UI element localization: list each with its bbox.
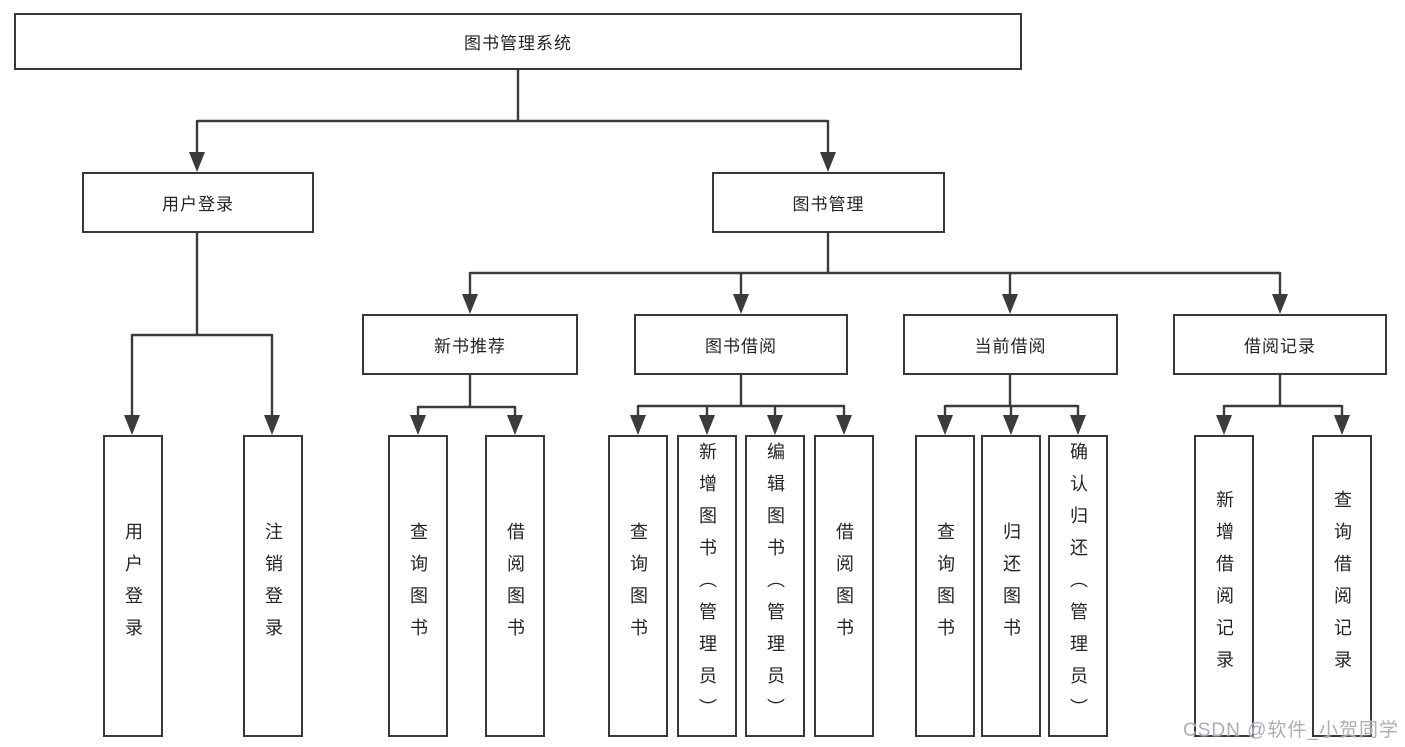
node-label: 借阅记录 <box>1244 337 1316 356</box>
leaf-query-books-recommend: 查询图书 <box>388 435 448 737</box>
connector-path <box>130 70 1344 419</box>
node-new-book-recommend: 新书推荐 <box>362 314 578 375</box>
leaf-borrow-books-recommend: 借阅图书 <box>485 435 545 737</box>
arrowhead-icon <box>189 152 205 172</box>
node-label: 当前借阅 <box>974 337 1047 356</box>
arrowhead-icon <box>630 415 646 435</box>
node-label: 查询图书 <box>628 522 648 650</box>
node-label: 查询图书 <box>408 522 428 650</box>
arrowhead-icon <box>733 294 749 314</box>
node-label: 借阅图书 <box>834 522 854 650</box>
node-user-login-branch: 用户登录 <box>82 172 314 233</box>
arrowhead-icon <box>1070 415 1086 435</box>
node-label: 图书管理系统 <box>464 34 572 53</box>
leaf-query-books-borrowing: 查询图书 <box>608 435 668 737</box>
arrowhead-icon <box>767 415 783 435</box>
arrowhead-icon <box>836 415 852 435</box>
arrowhead-icon <box>1334 415 1350 435</box>
leaf-user-login: 用户登录 <box>103 435 163 737</box>
leaf-add-books-admin: 新增图书（管理员） <box>677 435 737 737</box>
node-root-system: 图书管理系统 <box>14 13 1022 70</box>
node-book-borrowing: 图书借阅 <box>634 314 848 375</box>
node-label: 用户登录 <box>123 522 143 650</box>
arrowhead-icon <box>124 415 140 435</box>
node-label: 借阅图书 <box>505 522 525 650</box>
node-label: 查询图书 <box>935 522 955 650</box>
node-label: 注销登录 <box>263 522 283 650</box>
node-current-borrowing: 当前借阅 <box>903 314 1118 375</box>
arrowhead-icon <box>462 294 478 314</box>
csdn-watermark: CSDN @软件_小贺同学 <box>1183 720 1399 741</box>
node-label: 图书管理 <box>792 195 865 214</box>
arrowhead-icon <box>820 152 836 172</box>
node-label: 确认归还（管理员） <box>1068 442 1088 730</box>
node-book-management-branch: 图书管理 <box>712 172 945 233</box>
leaf-query-borrow-record: 查询借阅记录 <box>1312 435 1372 737</box>
arrowhead-icon <box>507 415 523 435</box>
node-label: 新增图书（管理员） <box>697 442 717 730</box>
node-label: 编辑图书（管理员） <box>765 442 785 730</box>
node-label: 新书推荐 <box>434 337 506 356</box>
leaf-logout: 注销登录 <box>243 435 303 737</box>
arrowhead-icon <box>1002 294 1018 314</box>
node-label: 用户登录 <box>162 195 234 214</box>
leaf-return-books: 归还图书 <box>981 435 1041 737</box>
node-label: 归还图书 <box>1001 522 1021 650</box>
node-label: 新增借阅记录 <box>1214 490 1234 682</box>
arrowhead-icon <box>1216 415 1232 435</box>
leaf-confirm-return-admin: 确认归还（管理员） <box>1048 435 1108 737</box>
node-label: 图书借阅 <box>705 337 777 356</box>
arrowhead-icon <box>410 415 426 435</box>
arrowhead-icon <box>1003 415 1019 435</box>
arrowhead-icon <box>699 415 715 435</box>
node-borrowing-records: 借阅记录 <box>1173 314 1387 375</box>
arrowhead-icon <box>1272 294 1288 314</box>
leaf-add-borrow-record: 新增借阅记录 <box>1194 435 1254 737</box>
arrowhead-icon <box>264 415 280 435</box>
arrowhead-icon <box>937 415 953 435</box>
node-label: 查询借阅记录 <box>1332 490 1352 682</box>
leaf-borrow-books: 借阅图书 <box>814 435 874 737</box>
leaf-edit-books-admin: 编辑图书（管理员） <box>745 435 805 737</box>
leaf-query-books-current: 查询图书 <box>915 435 975 737</box>
